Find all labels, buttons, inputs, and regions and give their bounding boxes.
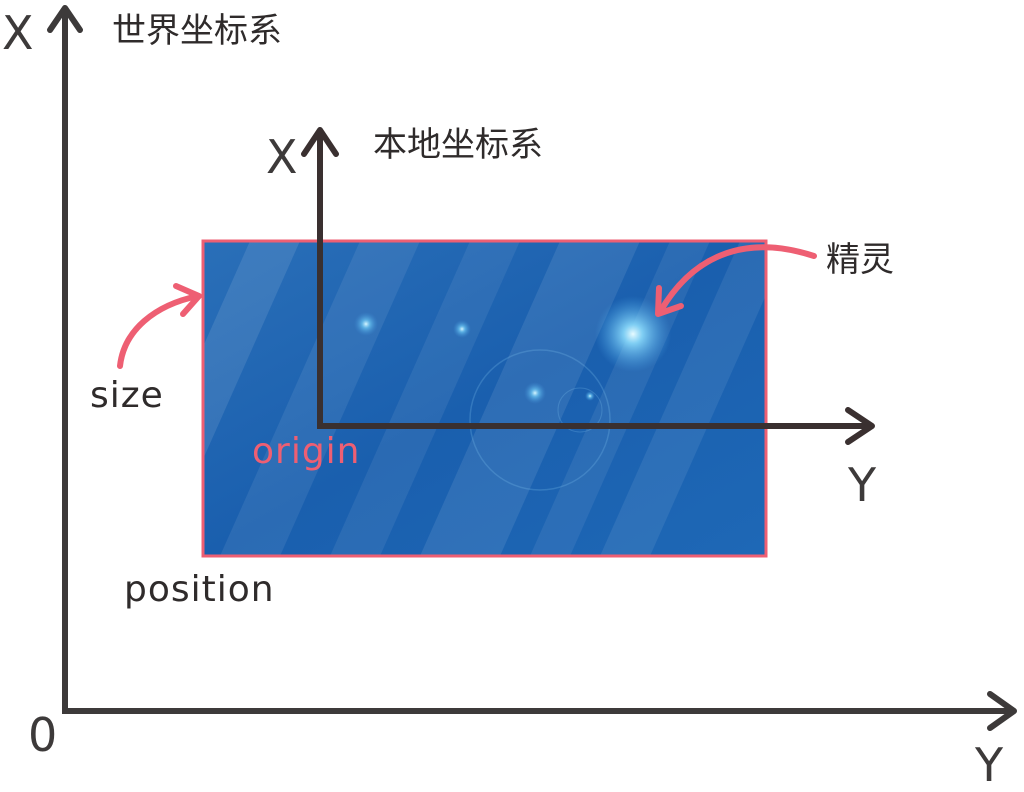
world-axes: [47, 5, 1017, 731]
sprite-bounding-box: [201, 239, 768, 558]
size-callout-arrow: [117, 283, 202, 369]
world-system-title: 世界坐标系: [112, 11, 282, 51]
sprite-callout-arrow: [655, 244, 817, 317]
local-axes: [301, 127, 875, 445]
world-x-axis-label: X: [2, 6, 34, 60]
local-y-arrowhead: [845, 407, 875, 445]
world-x-arrowhead: [47, 5, 83, 33]
local-y-axis-label: Y: [848, 458, 877, 512]
local-system-title: 本地坐标系: [373, 125, 543, 165]
sprite-image: [201, 239, 768, 558]
local-x-arrowhead: [301, 127, 339, 157]
sprite-label: 精灵: [826, 240, 894, 280]
world-origin-label: 0: [28, 708, 58, 762]
origin-label: origin: [252, 431, 361, 472]
size-label: size: [90, 375, 164, 416]
local-x-axis-label: X: [266, 130, 298, 184]
position-label: position: [124, 569, 275, 610]
world-y-axis-label: Y: [975, 738, 1004, 792]
world-y-arrowhead: [987, 691, 1017, 731]
